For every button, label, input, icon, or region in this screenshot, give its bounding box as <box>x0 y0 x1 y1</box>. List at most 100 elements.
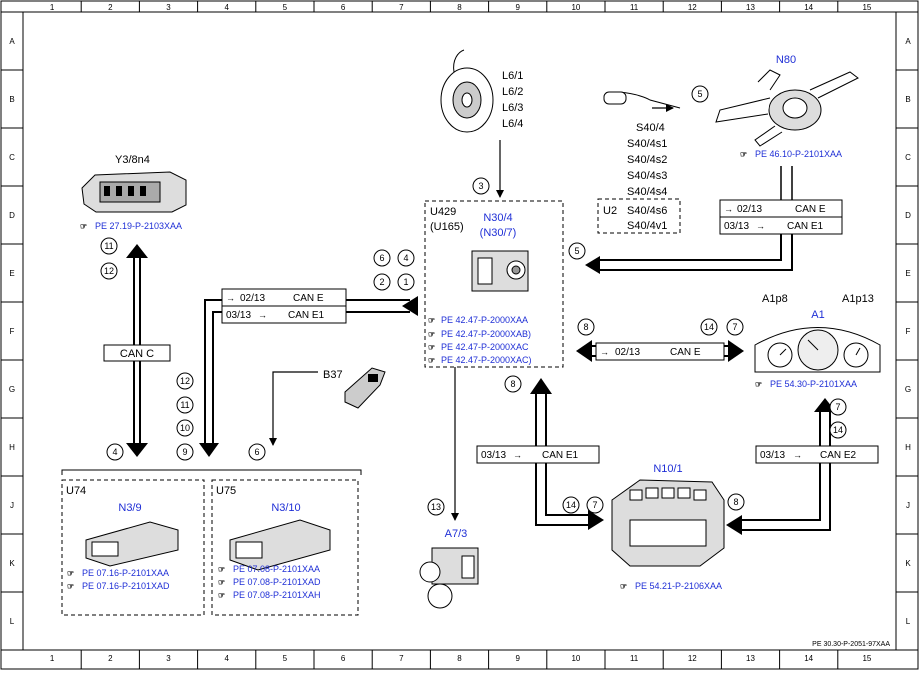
s40-1: S40/4 <box>636 122 665 134</box>
y3-ref[interactable]: PE 27.19-P-2103XAA <box>95 221 182 231</box>
svg-text:5: 5 <box>697 89 702 99</box>
svg-text:14: 14 <box>566 500 576 510</box>
grid-column-label: 10 <box>571 654 580 663</box>
n10-left-bus-box <box>476 445 600 464</box>
grid-row-label: J <box>10 501 14 510</box>
arrow-glyph: → <box>793 450 802 460</box>
svg-text:1: 1 <box>403 277 408 287</box>
y3-control-unit-picture <box>81 171 187 213</box>
grid-column-label: 8 <box>457 654 462 663</box>
arrow-glyph: → <box>756 221 765 231</box>
circle-11: 11 <box>100 237 118 255</box>
left-bus-top-name: CAN E <box>293 293 324 304</box>
arrow-glyph: → <box>258 310 267 320</box>
pedal-sensor-picture <box>344 367 386 409</box>
l6-3: L6/3 <box>502 102 523 114</box>
n10-label: N10/1 <box>653 463 682 475</box>
a1-bus-code: 02/13 <box>615 347 640 358</box>
a7-hydraulic-unit-picture <box>419 547 479 609</box>
u75-ref-1[interactable]: PE 07.08-P-2101XAA <box>233 564 320 574</box>
circle-8c: 8 <box>727 493 745 511</box>
u74-ref-1[interactable]: PE 07.16-P-2101XAA <box>82 568 169 578</box>
circle-5b: 5 <box>568 242 586 260</box>
grid-column-label: 10 <box>571 3 580 12</box>
ref-icon: ☞ <box>740 150 747 159</box>
ref-icon: ☞ <box>218 565 225 574</box>
grid-row-label: D <box>905 211 911 220</box>
grid-row-label: D <box>9 211 15 220</box>
circle-7c: 7 <box>829 398 847 416</box>
n10-right-bus-box <box>755 445 879 464</box>
svg-text:12: 12 <box>104 266 114 276</box>
n30-ref-4[interactable]: PE 42.47-P-2000XAC) <box>441 355 532 365</box>
u75-ref-2[interactable]: PE 07.08-P-2101XAD <box>233 577 321 587</box>
can-c-label: CAN C <box>120 348 154 360</box>
left-bus-bot <box>221 305 347 324</box>
a7-label: A7/3 <box>445 528 468 540</box>
u74-label: U74 <box>66 485 86 497</box>
grid-column-label: 6 <box>341 654 346 663</box>
grid-row-label: C <box>905 153 911 162</box>
n10-ref[interactable]: PE 54.21-P-2106XAA <box>635 581 722 591</box>
n30-ref-3[interactable]: PE 42.47-P-2000XAC <box>441 342 529 352</box>
grid-row-label: B <box>9 95 14 104</box>
grid-column-label: 3 <box>166 3 171 12</box>
svg-text:7: 7 <box>732 322 737 332</box>
circle-6b: 6 <box>248 443 266 461</box>
svg-text:☞: ☞ <box>428 330 435 339</box>
n80-to-n30-line <box>585 234 793 274</box>
left-bus-bot-code: 03/13 <box>226 310 251 321</box>
grid-column-label: 9 <box>515 3 520 12</box>
svg-text:☞: ☞ <box>428 343 435 352</box>
wheel-brake-disc-picture <box>440 49 494 133</box>
svg-text:3: 3 <box>478 181 483 191</box>
grid-row-label: B <box>905 95 910 104</box>
n80-bus-top-name: CAN E <box>795 204 826 215</box>
a1-ref[interactable]: PE 54.30-P-2101XAA <box>770 379 857 389</box>
n10-left-name: CAN E1 <box>542 450 579 461</box>
grid-column-label: 2 <box>108 654 113 663</box>
n30-ref-2[interactable]: PE 42.47-P-2000XAB) <box>441 329 531 339</box>
u429-label: U429 <box>430 206 456 218</box>
ref-icon: ☞ <box>80 222 87 231</box>
circle-7b: 7 <box>586 496 604 514</box>
grid-row-label: A <box>905 37 911 46</box>
u75-box <box>211 479 359 616</box>
grid-column-label: 5 <box>283 654 288 663</box>
grid-row-label: H <box>905 443 911 452</box>
can-c-box <box>103 344 171 362</box>
grid-column-label: 11 <box>630 654 639 663</box>
grid-row-label: K <box>9 559 15 568</box>
grid-column-label: 12 <box>688 654 697 663</box>
svg-text:6: 6 <box>379 253 384 263</box>
svg-text:7: 7 <box>592 500 597 510</box>
l6-1: L6/1 <box>502 70 523 82</box>
grid-column-label: 15 <box>862 654 871 663</box>
circle-8a: 8 <box>577 318 595 336</box>
circle-8b: 8 <box>504 375 522 393</box>
circle-14a: 14 <box>700 318 718 336</box>
grid-row-label: F <box>10 327 15 336</box>
b37-label: B37 <box>323 369 343 381</box>
circle-2: 2 <box>373 273 391 291</box>
a1p8-label: A1p8 <box>762 293 788 305</box>
circle-12b: 12 <box>176 372 194 390</box>
n30-ref-1[interactable]: PE 42.47-P-2000XAA <box>441 315 528 325</box>
grid-column-label: 15 <box>862 3 871 12</box>
circle-3: 3 <box>472 177 490 195</box>
u75-ref-3[interactable]: PE 07.08-P-2101XAH <box>233 590 321 600</box>
ref-icon: ☞ <box>755 380 762 389</box>
u75-label: U75 <box>216 485 236 497</box>
circle-9: 9 <box>176 443 194 461</box>
u74-ref-2[interactable]: PE 07.16-P-2101XAD <box>82 581 170 591</box>
s40-3: S40/4s2 <box>627 154 667 166</box>
n10-module-picture <box>611 479 725 567</box>
grid-column-label: 2 <box>108 3 113 12</box>
n30-unit-picture <box>471 250 529 292</box>
n80-ref[interactable]: PE 46.10-P-2101XAA <box>755 149 842 159</box>
grid-column-label: 4 <box>224 3 229 12</box>
